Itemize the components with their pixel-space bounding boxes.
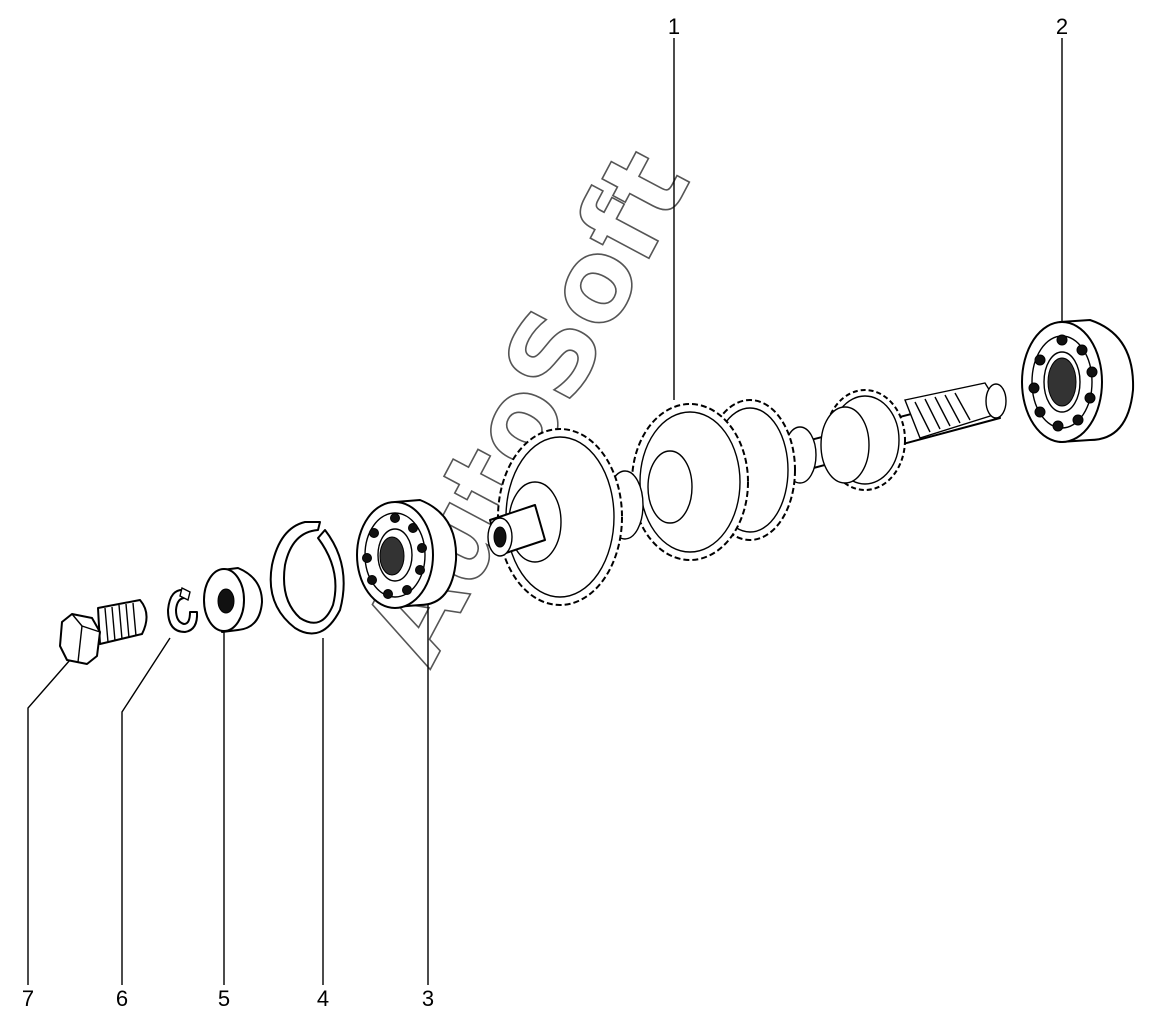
ball-bearing-icon <box>356 499 458 609</box>
snap-ring-icon <box>269 521 345 635</box>
ball-bearing-icon <box>1021 319 1135 443</box>
callout-6: 6 <box>116 986 128 1011</box>
callout-2: 2 <box>1056 14 1068 39</box>
spring-washer-icon <box>167 586 199 633</box>
callout-1: 1 <box>668 14 680 39</box>
callout-3: 3 <box>422 986 434 1011</box>
callout-4: 4 <box>317 986 329 1011</box>
leader-lines <box>27 38 1063 985</box>
washer-icon <box>203 567 263 633</box>
countershaft-gear-cluster-icon <box>487 382 1007 606</box>
hex-bolt-icon <box>59 599 148 665</box>
callout-5: 5 <box>218 986 230 1011</box>
callout-7: 7 <box>22 986 34 1011</box>
